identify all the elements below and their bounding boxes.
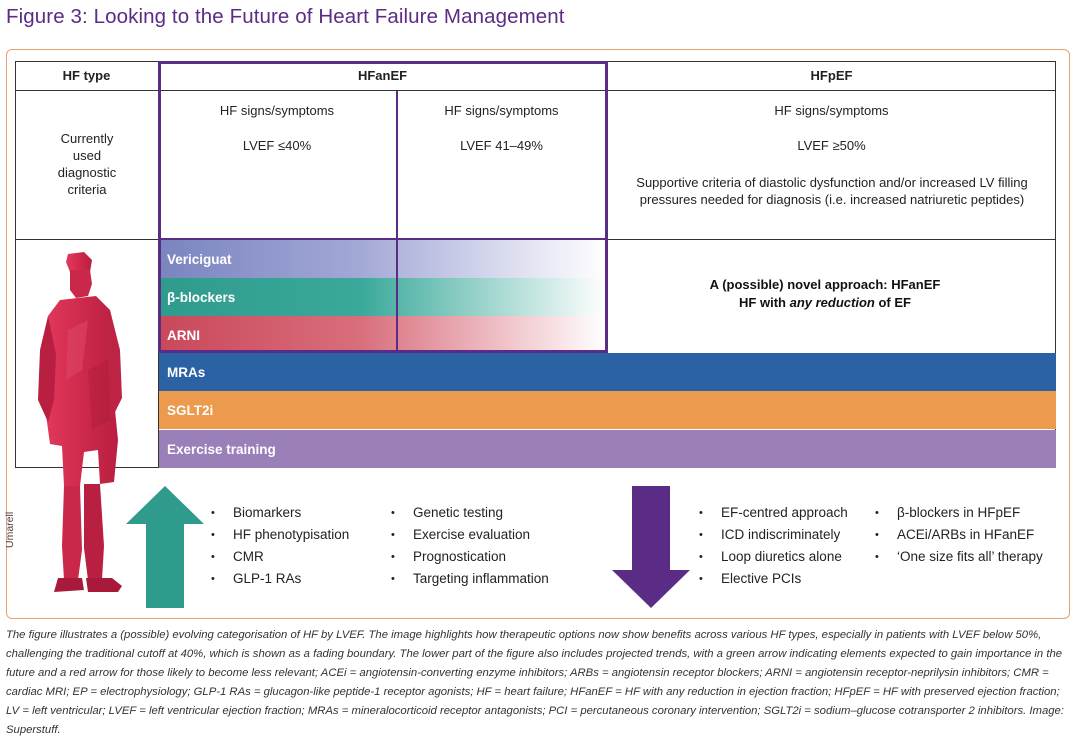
- umarell-label: Umarell: [4, 511, 16, 548]
- header-hfanef: HFanEF: [357, 68, 408, 83]
- header-divider: [15, 90, 1056, 91]
- band-exercise-training: Exercise training: [159, 430, 1056, 468]
- header-hf-type: HF type: [62, 68, 111, 83]
- down-arrow-icon: [612, 486, 690, 608]
- col3-lvef: LVEF ≥50%: [797, 138, 866, 153]
- band-beta-blockers: β-blockers: [159, 278, 607, 316]
- band-sglt2i: SGLT2i: [159, 391, 1056, 429]
- list-item: GLP-1 RAs: [209, 568, 349, 590]
- row-label-criteria: Currently used diagnostic criteria: [57, 131, 117, 197]
- list-item: Genetic testing: [389, 502, 549, 524]
- novel-approach-line1: A (possible) novel approach: HFanEF: [709, 277, 941, 292]
- gaining-importance-list-1: Biomarkers HF phenotypisation CMR GLP-1 …: [209, 502, 349, 590]
- figure-title: Figure 3: Looking to the Future of Heart…: [6, 5, 565, 28]
- list-item: Elective PCIs: [697, 568, 848, 590]
- list-item: EF-centred approach: [697, 502, 848, 524]
- standing-man-figure: [38, 252, 122, 592]
- novel-approach-text: A (possible) novel approach: HFanEF HF w…: [640, 276, 1010, 312]
- list-item: β-blockers in HFpEF: [873, 502, 1043, 524]
- col2-symptoms: HF signs/symptoms: [444, 103, 559, 118]
- list-item: ACEi/ARBs in HFanEF: [873, 524, 1043, 546]
- col2-lvef: LVEF 41–49%: [460, 138, 543, 153]
- novel-line2-suffix: of EF: [874, 295, 911, 310]
- band-vericiguat-label: Vericiguat: [167, 251, 232, 267]
- band-vericiguat: Vericiguat: [159, 240, 607, 278]
- band-beta-blockers-label: β-blockers: [167, 289, 236, 305]
- col1-lvef: LVEF ≤40%: [242, 138, 312, 153]
- losing-relevance-list-1: EF-centred approach ICD indiscriminately…: [697, 502, 848, 590]
- hfanef-criteria-divider: [158, 238, 608, 240]
- band-arni-label: ARNI: [167, 327, 200, 343]
- band-arni: ARNI: [159, 316, 607, 354]
- band-sglt2i-label: SGLT2i: [167, 402, 214, 418]
- list-item: Biomarkers: [209, 502, 349, 524]
- list-item: Loop diuretics alone: [697, 546, 848, 568]
- list-item: Prognostication: [389, 546, 549, 568]
- novel-line2-prefix: HF with: [739, 295, 790, 310]
- band-mras-label: MRAs: [167, 364, 206, 380]
- header-hfpef: HFpEF: [810, 68, 853, 83]
- list-item: ‘One size fits all’ therapy: [873, 546, 1043, 568]
- up-arrow-icon: [126, 486, 204, 608]
- novel-line2-emphasis: any reduction: [789, 295, 875, 310]
- band-exercise-label: Exercise training: [167, 441, 276, 457]
- list-item: CMR: [209, 546, 349, 568]
- figure-frame: [6, 49, 1070, 619]
- losing-relevance-list-2: β-blockers in HFpEF ACEi/ARBs in HFanEF …: [873, 502, 1043, 568]
- figure-caption: The figure illustrates a (possible) evol…: [6, 629, 1064, 736]
- list-item: Exercise evaluation: [389, 524, 549, 546]
- hfanef-inner-divider: [396, 91, 398, 353]
- image-credit-umarell: Umarell: [4, 488, 16, 548]
- list-item: HF phenotypisation: [209, 524, 349, 546]
- band-mras: MRAs: [159, 353, 1056, 391]
- novel-approach-line2: HF with any reduction of EF: [640, 294, 1010, 312]
- list-item: ICD indiscriminately: [697, 524, 848, 546]
- col3-supportive-criteria: Supportive criteria of diastolic dysfunc…: [636, 175, 1028, 207]
- list-item: Targeting inflammation: [389, 568, 549, 590]
- col3-symptoms: HF signs/symptoms: [774, 103, 889, 118]
- gaining-importance-list-2: Genetic testing Exercise evaluation Prog…: [389, 502, 549, 590]
- col1-symptoms: HF signs/symptoms: [219, 103, 335, 118]
